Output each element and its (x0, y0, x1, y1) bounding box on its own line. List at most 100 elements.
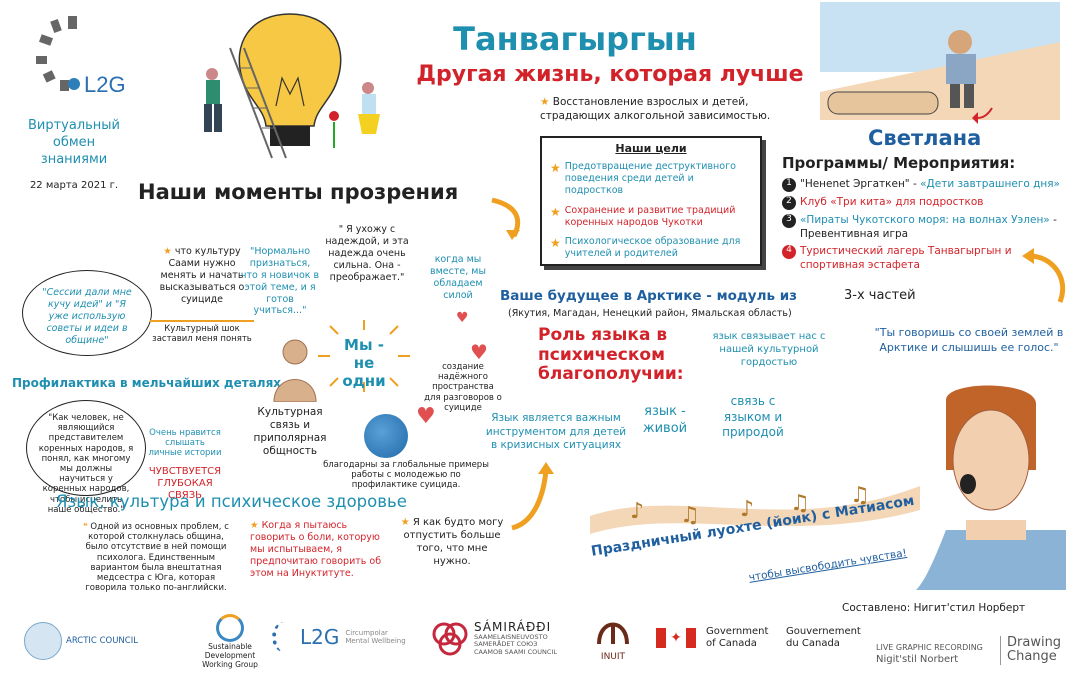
program-item: 4 Туристический лагерь Танвагыргын и спо… (782, 245, 1062, 272)
music-ribbon: ♪ ♫ ♪ ♫ ♫ (590, 476, 920, 536)
inuit-logo: INUIT (588, 612, 638, 662)
number-badge: 4 (782, 245, 796, 260)
arctic-module: Ваше будущее в Арктике - модуль из (500, 288, 798, 304)
heart-icon: ♥ (470, 340, 488, 364)
saami-note: ★ что культуру Саами нужно менять и нача… (159, 246, 245, 305)
canada-flag-icon: ✦ (656, 628, 696, 648)
arctic-council-logo: ARCTIC COUNCIL (24, 622, 138, 660)
language-quote-3: ★ Я как будто могу отпустить больше того… (400, 517, 504, 567)
non-indigenous-bubble: "Как человек, не являющийся представител… (26, 400, 146, 515)
goals-heading: Наши цели (615, 142, 687, 155)
goals-box: Наши цели ★ Предотвращение деструктивног… (540, 136, 762, 266)
goal-item: ★ Предотвращение деструктивного поведени… (550, 161, 736, 196)
canada-logo: ✦ Government of Canada Gouvernement du C… (656, 626, 866, 650)
safe-space: создание надёжного пространства для разг… (424, 362, 502, 413)
program-item: 1 "Ненenet Эргаткен" - «Дети завтрашнего… (782, 178, 1062, 192)
instrument-note: Язык является важным инструментом для де… (485, 412, 627, 452)
page-title: Танвагыргын (453, 20, 697, 58)
svg-text:L2G: L2G (84, 72, 126, 97)
arrow-icon (1022, 248, 1066, 303)
star-icon: ★ (250, 520, 259, 531)
star-icon: ★ (163, 246, 172, 257)
number-badge: 2 (782, 196, 796, 210)
star-icon: ★ (400, 517, 410, 528)
l2g-logo-icon: L2G (36, 16, 126, 97)
alive-note: язык - живой (642, 404, 688, 436)
globe-icon (364, 414, 408, 458)
arrow-icon (511, 462, 554, 531)
insights-heading: Наши моменты прозрения (138, 180, 459, 204)
stories-note: Очень нравится слышать личные истории (148, 428, 222, 459)
brand-logo: L2G (22, 12, 130, 104)
program-item: 3 «Пираты Чукотского моря: на волнах Уэл… (782, 214, 1062, 241)
svetlana-illustration (820, 2, 1060, 120)
yoik-sub: чтобы высвободить чувства! (748, 547, 908, 584)
svg-text:♫: ♫ (680, 503, 700, 528)
saami-council-logo: SÁMIRÁÐÐI SAAMELAISNEUVOSTO SAMERÅDET СО… (430, 618, 560, 658)
together-note: когда мы вместе, мы обладаем силой (430, 254, 486, 301)
goal-item: ★ Сохранение и развитие традиций коренны… (550, 204, 736, 228)
arctic-parts: 3-х частей (844, 288, 916, 303)
event-title: Виртуальный обмен знаниями (27, 118, 121, 167)
programs-heading: Программы/ Мероприятия: (782, 154, 1016, 172)
center-text: Мы - не одни (342, 336, 386, 390)
svg-text:♪: ♪ (630, 499, 644, 524)
prevention-heading: Профилактика в мельчайших деталях (12, 376, 282, 390)
star-icon: ★ (550, 204, 561, 219)
svg-text:♪: ♪ (740, 497, 754, 522)
star-icon: ★ (540, 96, 550, 108)
sessions-bubble: "Сессии дали мне кучу идей" и "Я уже исп… (22, 270, 152, 356)
pride-note: язык связывает нас с нашей культурной го… (712, 331, 826, 368)
heart-icon: ♥ (416, 404, 436, 429)
lightbulb-illustration (190, 8, 400, 168)
heart-icon: ♥ (456, 310, 469, 326)
deep-connection: ЧУВСТВУЕТСЯ ГЛУБОКАЯ СВЯЗЬ (148, 466, 222, 501)
number-badge: 1 (782, 178, 796, 192)
center-burst (318, 320, 410, 392)
sun-burst-icon (318, 320, 410, 392)
saami-rings-icon (432, 622, 468, 656)
sdwg-circle-icon (216, 614, 244, 642)
global-note: благодарны за глобальные примеры работы … (323, 460, 489, 491)
arctic-quote: "Ты говоришь со своей землей в Арктике и… (874, 326, 1064, 354)
star-icon: ★ (550, 236, 561, 251)
normal-quote: "Нормально признаться, что я новичок в э… (240, 246, 320, 317)
drawing-change-logo: Drawing Change (1000, 635, 1064, 665)
credit: Составлено: Нигит'стил Норберт (842, 602, 1026, 614)
language-quote-1: ❝ Одной из основных проблем, с которой с… (83, 522, 229, 594)
event-date: 22 марта 2021 г. (29, 180, 119, 191)
role-heading: Роль языка в психическом благополучии: (538, 325, 684, 385)
svg-text:♫: ♫ (790, 491, 810, 516)
arrow-icon (972, 107, 993, 124)
program-item: 2 Клуб «Три кита» для подростков (782, 196, 1062, 210)
singer-icon (916, 385, 1066, 590)
recovery-line: ★ Восстановление взрослых и детей, страд… (540, 96, 771, 122)
inuit-arch-icon (597, 622, 629, 645)
person-illustration (270, 336, 320, 403)
nature-note: связь с языком и природой (722, 394, 784, 440)
cultural-connection: Культурная связь и приполярная общность (253, 406, 327, 458)
arctic-regions: (Якутия, Магадан, Ненецкий район, Ямальс… (508, 308, 792, 319)
footer: ARCTIC COUNCIL Sustainable Development W… (0, 612, 1080, 675)
l2g-footer-logo: L2G Circumpolar Mental Wellbeing (272, 622, 409, 652)
language-quote-2: ★ Когда я пытаюсь говорить о боли, котор… (250, 520, 382, 579)
person-icon (273, 339, 317, 403)
arrow-icon (491, 197, 521, 240)
programs-list: 1 "Ненenet Эргаткен" - «Дети завтрашнего… (782, 178, 1062, 273)
singer-illustration (906, 380, 1066, 590)
star-icon: ★ (550, 161, 561, 175)
music-notes-icon: ♪ ♫ ♪ ♫ ♫ (590, 483, 920, 534)
svetlana-name: Светлана (868, 126, 982, 150)
sdwg-logo: Sustainable Development Working Group (190, 614, 270, 669)
hope-quote: " Я ухожу с надеждой, и эта надежда очен… (325, 224, 409, 283)
sea-shore-icon (820, 2, 1060, 120)
number-badge: 3 (782, 214, 796, 228)
cultural-shock: Культурный шок заставил меня понять (150, 320, 254, 344)
svg-text:♫: ♫ (850, 483, 870, 508)
page-subtitle: Другая жизнь, которая лучше (416, 62, 804, 87)
language-heading: Язык, культура и психическое здоровье (56, 492, 407, 511)
recording-credit: LIVE GRAPHIC RECORDING Nigit'stil Norber… (876, 643, 983, 666)
arctic-fox-icon (24, 622, 62, 660)
lightbulb-icon (204, 13, 380, 159)
quote-mark-icon: ❝ (83, 522, 88, 532)
